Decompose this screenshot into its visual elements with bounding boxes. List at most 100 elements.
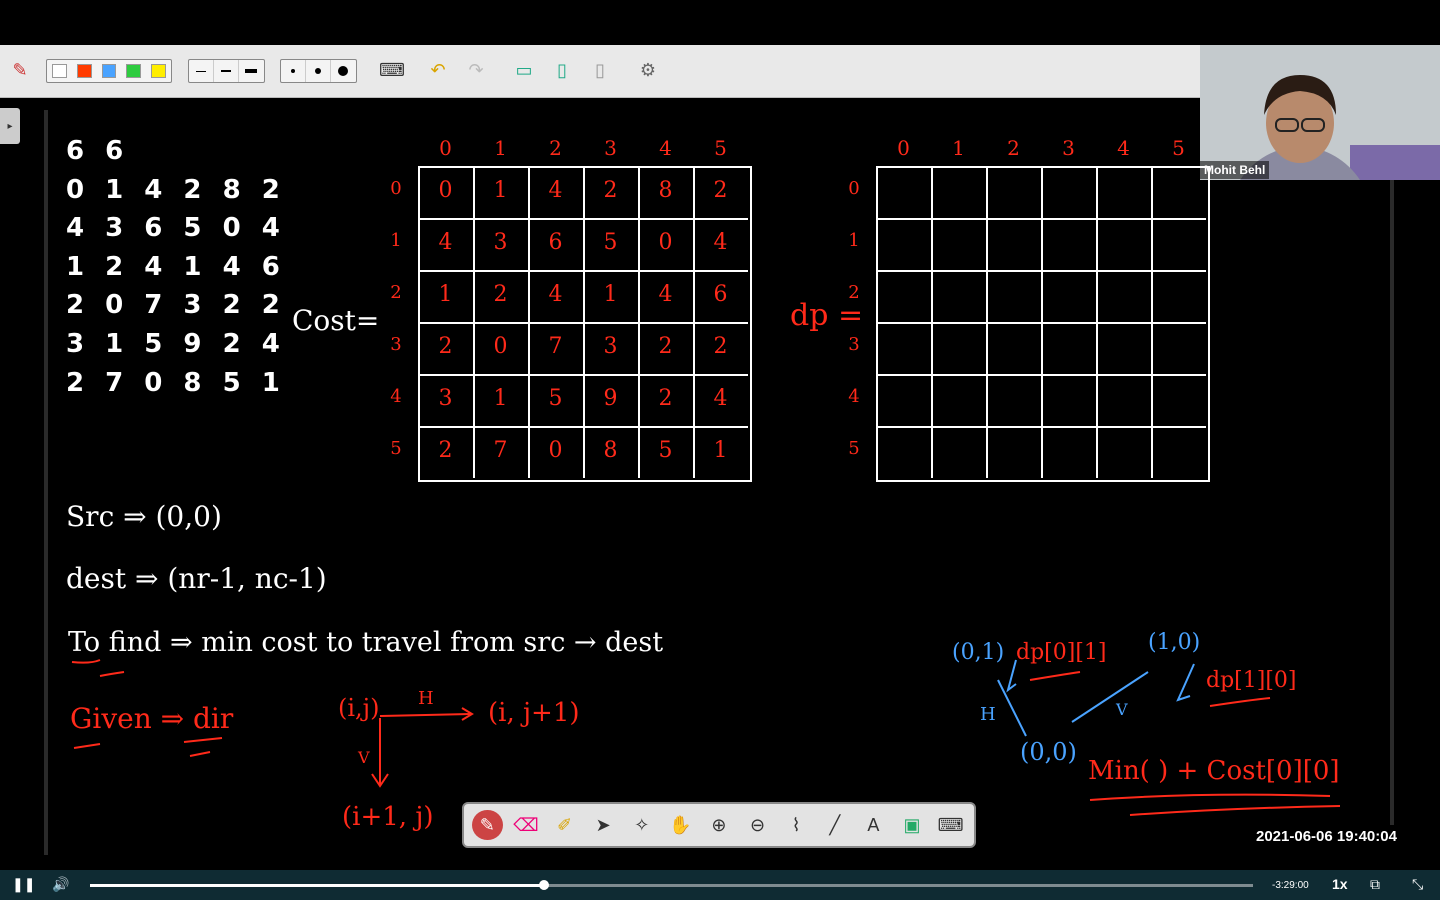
keyboard-icon[interactable]: ⌨ — [937, 814, 964, 835]
matrix-row: 2 7 0 8 5 1 — [66, 367, 286, 398]
cost-cell: 0 — [493, 334, 508, 359]
picture-in-picture-icon[interactable]: ⧉ — [1370, 876, 1380, 892]
cost-cell: 4 — [713, 386, 728, 411]
pointer-icon[interactable]: ➤ — [595, 814, 611, 835]
color-green-swatch[interactable] — [126, 64, 142, 78]
column-header: 5 — [714, 136, 727, 160]
remaining-time: -3:29:00 — [1272, 880, 1309, 891]
column-header: 1 — [952, 136, 965, 160]
dot-small-button[interactable] — [281, 60, 306, 82]
volume-icon[interactable]: 🔊 — [52, 876, 70, 892]
zoom-in-icon[interactable]: ⊕ — [711, 814, 727, 835]
dp01-label: dp[0][1] — [1016, 640, 1107, 665]
cost-cell: 8 — [603, 438, 618, 463]
line-thin-button[interactable] — [189, 60, 214, 82]
pen-icon[interactable]: ✎ — [472, 810, 503, 840]
matrix-row: 3 1 5 9 2 4 — [66, 328, 286, 359]
cost-cell: 5 — [603, 230, 618, 255]
arrow-h-label: H — [418, 688, 434, 709]
matrix-row: 2 0 7 3 2 2 — [66, 290, 286, 321]
cost-cell: 0 — [658, 230, 673, 255]
webcam-feed: Mohit Behl — [1200, 45, 1440, 180]
color-blue-swatch[interactable] — [101, 64, 117, 78]
pen-tool-icon[interactable]: ✎ — [12, 59, 28, 80]
column-header: 4 — [659, 136, 672, 160]
cost-cell: 4 — [713, 230, 728, 255]
seek-handle[interactable] — [538, 880, 549, 890]
image-icon[interactable]: ▣ — [903, 814, 921, 835]
cost-cell: 3 — [603, 334, 618, 359]
column-header: 3 — [604, 136, 617, 160]
line-thick-button[interactable] — [239, 60, 263, 82]
settings-icon[interactable]: ⚙ — [639, 59, 657, 80]
recording-timestamp: 2021-06-06 19:40:04 — [1256, 828, 1397, 845]
exit-fullscreen-icon[interactable]: ⤡ — [1412, 876, 1424, 892]
brush-icon[interactable]: ⌇ — [791, 814, 801, 835]
add-page-icon[interactable]: ▭ — [515, 59, 533, 80]
text-icon[interactable]: A — [867, 814, 880, 835]
arrow-v-label: V — [358, 748, 370, 767]
undo-icon[interactable]: ↶ — [430, 59, 446, 80]
cost-cell: 2 — [603, 178, 618, 203]
grid-line — [418, 426, 748, 428]
row-header: 0 — [390, 178, 402, 199]
column-header: 5 — [1172, 136, 1185, 160]
cost-cell: 0 — [548, 438, 563, 463]
arrow-down-head — [371, 773, 389, 788]
keyboard-icon[interactable]: ⌨ — [379, 59, 405, 80]
cost-cell: 6 — [713, 282, 728, 307]
board-right-border — [1390, 180, 1394, 825]
cost-cell: 2 — [713, 178, 728, 203]
color-white-swatch[interactable] — [52, 64, 67, 78]
cost-cell: 1 — [493, 178, 508, 203]
prev-page-icon[interactable]: ▯ — [595, 59, 605, 80]
underline-to — [71, 659, 101, 664]
playback-speed[interactable]: 1x — [1332, 876, 1348, 892]
redo-icon[interactable]: ↷ — [468, 59, 484, 80]
cost-cell: 2 — [438, 438, 453, 463]
underline-dp01 — [1029, 671, 1081, 681]
grid-frame — [876, 166, 1210, 482]
hand-icon[interactable]: ✋ — [669, 814, 692, 835]
zoom-out-icon[interactable]: ⊖ — [750, 814, 766, 835]
row-header: 2 — [848, 282, 860, 303]
edge-h-label: H — [980, 704, 996, 725]
pause-icon[interactable]: ❚❚ — [12, 876, 36, 892]
color-yellow-swatch[interactable] — [151, 64, 166, 78]
row-header: 4 — [390, 386, 402, 407]
grid-line — [418, 322, 748, 324]
cost-cell: 1 — [713, 438, 728, 463]
next-page-icon[interactable]: ▯ — [557, 59, 567, 80]
row-header: 1 — [848, 230, 860, 251]
line-icon[interactable]: ╱ — [829, 814, 841, 835]
underline-dir — [183, 737, 223, 757]
underline-dp10 — [1209, 697, 1271, 707]
eraser-icon[interactable]: ⌫ — [513, 814, 539, 835]
grid-line — [876, 322, 1206, 324]
matrix-row: 4 3 6 5 0 4 — [66, 213, 286, 244]
line-medium-button[interactable] — [214, 60, 239, 82]
grid-line — [638, 166, 640, 478]
dot-large-button[interactable] — [331, 60, 355, 82]
arrow-dp10 — [1176, 663, 1195, 702]
side-panel-handle[interactable]: ▸ — [0, 108, 20, 144]
video-controls: ❚❚ 🔊 -3:29:00 1x ⧉ ⤡ — [0, 870, 1440, 900]
node-10: (1,0) — [1148, 630, 1201, 655]
dot-medium-button[interactable] — [306, 60, 331, 82]
highlighter-icon[interactable]: ✐ — [556, 814, 573, 835]
row-header: 5 — [390, 438, 402, 459]
color-red-swatch[interactable] — [76, 64, 92, 78]
cost-cell: 2 — [438, 334, 453, 359]
cost-cell: 3 — [438, 386, 453, 411]
dest-note: dest ⇒ (nr-1, nc-1) — [66, 562, 327, 595]
matrix-row: 1 2 4 1 4 6 — [66, 251, 286, 282]
cost-cell: 4 — [548, 178, 563, 203]
cost-cell: 6 — [548, 230, 563, 255]
grid-line — [693, 166, 695, 478]
node-right: (i, j+1) — [488, 698, 580, 728]
grid-line — [876, 374, 1206, 376]
matrix-header: 6 6 — [66, 136, 130, 166]
seek-bar[interactable] — [90, 880, 1253, 890]
magic-pointer-icon[interactable]: ✧ — [634, 814, 650, 835]
edge-01-00 — [997, 679, 1027, 737]
